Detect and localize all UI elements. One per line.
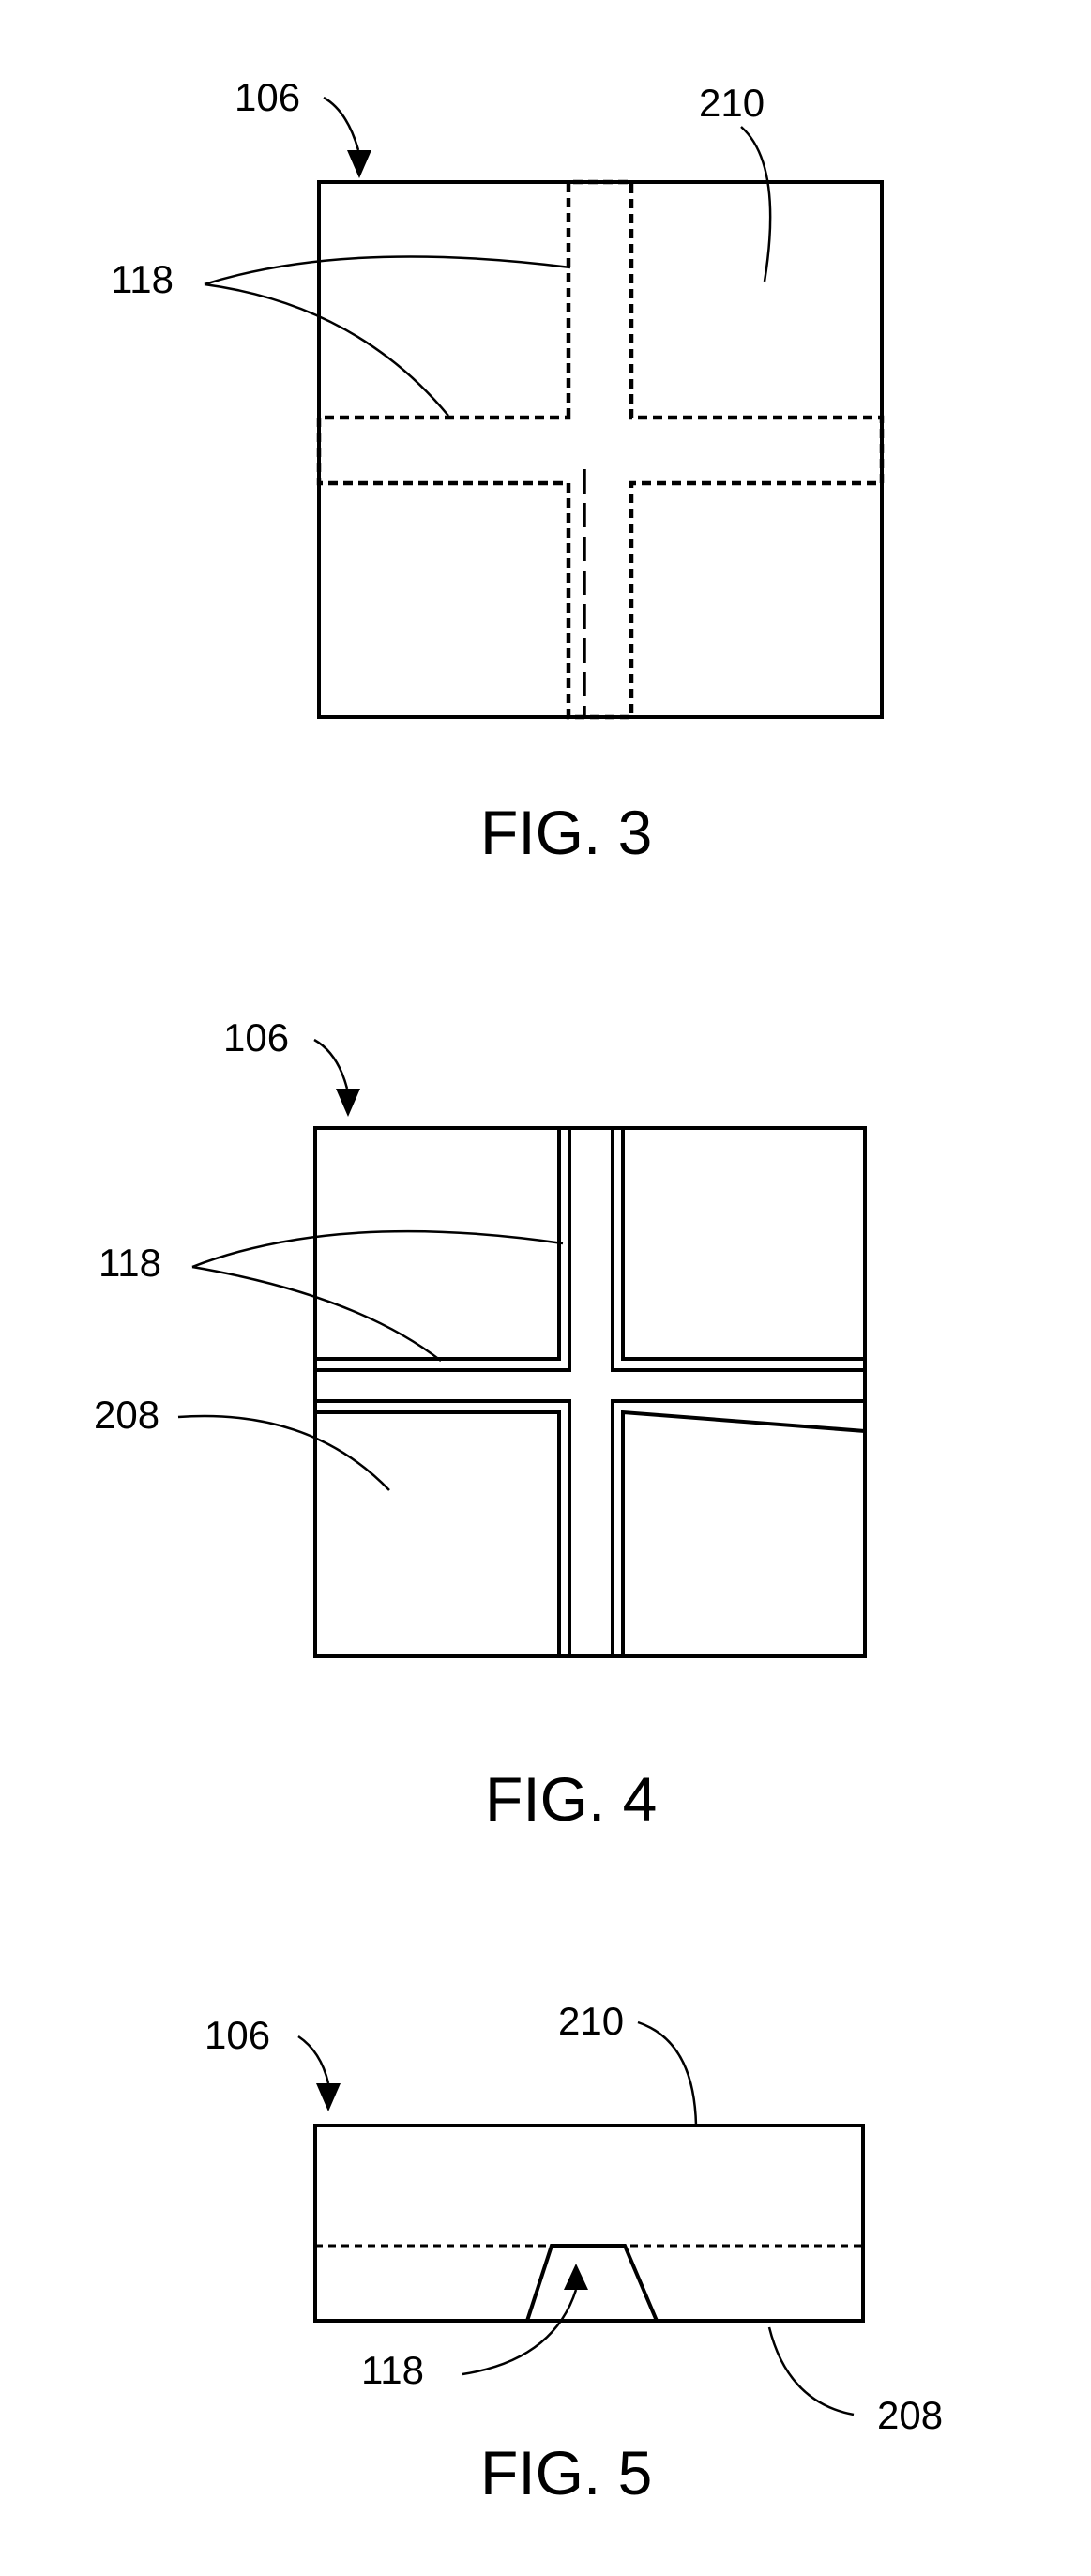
fig4-channel-edge-tl xyxy=(315,1128,569,1370)
fig4-caption: FIG. 4 xyxy=(485,1764,657,1834)
fig5-channel-profile xyxy=(527,2246,657,2321)
figure-5: 106 210 118 208 FIG. 5 xyxy=(205,1999,943,2507)
fig5-leader-208 xyxy=(769,2327,854,2415)
figure-3: 106 210 118 FIG. 3 xyxy=(111,75,882,867)
fig4-leader-208 xyxy=(178,1416,389,1490)
fig5-stack-outline xyxy=(315,2126,863,2321)
fig3-arrow-106-icon xyxy=(347,150,371,178)
fig3-leader-118-lower xyxy=(205,284,448,416)
fig4-channel-edge-br xyxy=(613,1401,865,1656)
fig4-leader-118-upper xyxy=(192,1231,563,1267)
fig4-pad-bottom-left xyxy=(315,1412,559,1656)
figure-4: 106 118 208 FIG. 4 xyxy=(94,1015,865,1834)
fig5-arrow-106-icon xyxy=(316,2083,341,2111)
fig3-leader-106 xyxy=(324,98,358,150)
fig5-leader-210 xyxy=(638,2022,696,2126)
fig4-leader-106 xyxy=(314,1040,347,1089)
fig5-label-210: 210 xyxy=(558,1999,624,2043)
fig4-channel-edge-bl xyxy=(315,1401,569,1656)
fig5-label-118: 118 xyxy=(361,2348,424,2392)
fig3-leader-210 xyxy=(741,127,770,282)
fig4-pad-bottom-right xyxy=(623,1412,865,1656)
fig3-label-106: 106 xyxy=(235,75,300,119)
fig3-caption: FIG. 3 xyxy=(480,798,652,867)
fig4-arrow-106-icon xyxy=(336,1089,360,1117)
fig3-channel-cross xyxy=(319,182,882,717)
fig4-label-118: 118 xyxy=(98,1241,161,1285)
fig3-leader-118-upper xyxy=(205,256,570,284)
fig4-pad-top-left xyxy=(315,1128,559,1359)
fig5-caption: FIG. 5 xyxy=(480,2438,652,2507)
fig4-die-outline xyxy=(315,1128,865,1656)
fig3-label-210: 210 xyxy=(699,81,765,125)
fig5-arrow-118-icon xyxy=(564,2264,588,2290)
fig4-pad-top-right xyxy=(623,1128,865,1359)
fig4-label-208: 208 xyxy=(94,1393,159,1437)
fig3-label-118: 118 xyxy=(111,257,174,301)
fig5-leader-106 xyxy=(298,2036,328,2083)
fig4-channel-edge-tr xyxy=(613,1128,865,1370)
fig5-label-106: 106 xyxy=(205,2013,270,2057)
fig5-label-208: 208 xyxy=(877,2393,943,2437)
fig4-label-106: 106 xyxy=(223,1015,289,1059)
fig3-die-outline xyxy=(319,182,882,717)
fig5-leader-118 xyxy=(462,2290,576,2374)
